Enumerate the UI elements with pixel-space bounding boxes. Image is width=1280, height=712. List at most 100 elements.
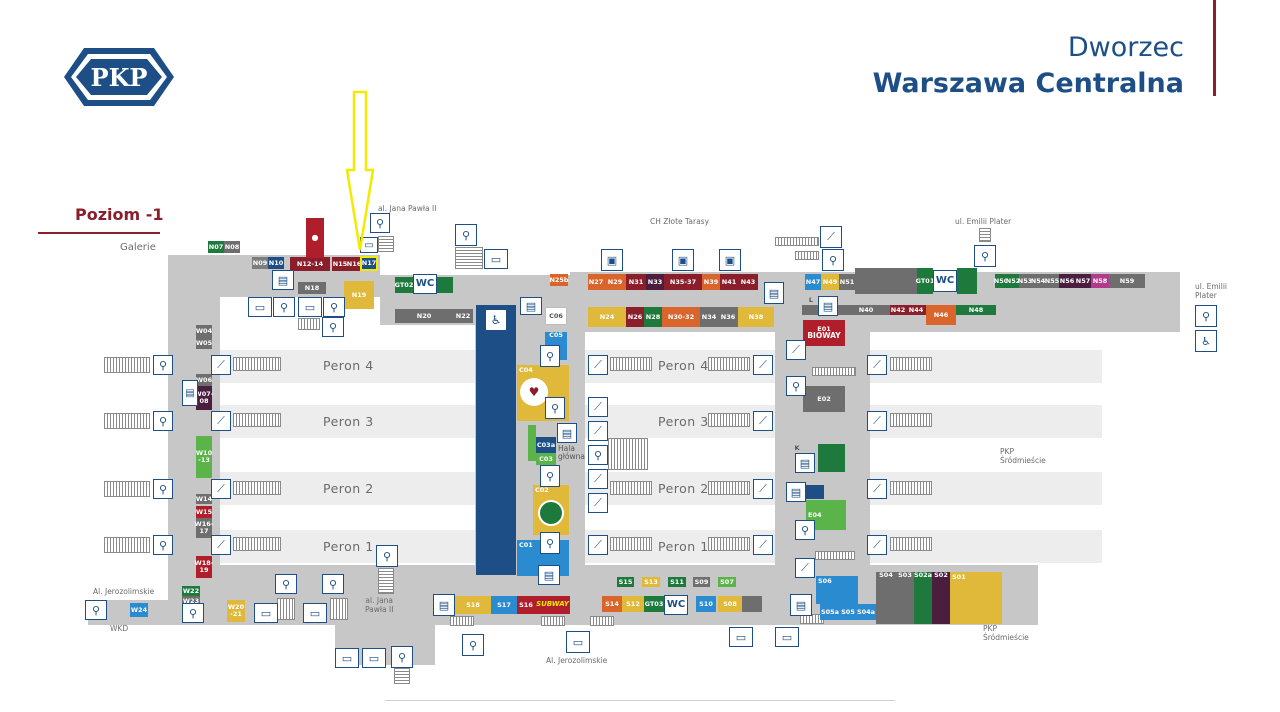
people-icon[interactable]: ⚲ xyxy=(153,479,173,499)
shop-s11[interactable]: S11 xyxy=(668,577,686,587)
taxi-icon[interactable]: ▭ xyxy=(254,603,278,623)
shop-s06[interactable]: S06 xyxy=(816,576,858,604)
shop-s10[interactable]: S10 xyxy=(696,596,716,612)
escalator-icon[interactable]: ⟋ xyxy=(867,479,887,499)
shop-w18-19[interactable]: W18- 19 xyxy=(195,556,213,578)
shop-n31[interactable]: N31 xyxy=(626,274,646,290)
escalator-icon[interactable]: ⟋ xyxy=(795,558,815,578)
shop-s18[interactable]: S18 xyxy=(455,596,491,614)
shop-n33[interactable]: N33 xyxy=(646,274,664,290)
escalator-icon[interactable]: ⟋ xyxy=(588,397,608,417)
ticket-machine-icon[interactable]: ▤ xyxy=(764,282,784,304)
elevator-icon[interactable]: ⚲ xyxy=(540,532,560,554)
shop-n18[interactable]: N18 xyxy=(298,282,326,294)
shop-w06[interactable]: W06 xyxy=(196,374,212,386)
people-icon[interactable]: ⚲ xyxy=(153,355,173,375)
people-icon[interactable]: ⚲ xyxy=(391,646,413,668)
people-icon[interactable]: ⚲ xyxy=(153,535,173,555)
ticket-machine-icon[interactable]: ▤ xyxy=(790,594,812,616)
shop-s02a[interactable]: S02a xyxy=(914,572,932,624)
luggage-icon[interactable]: ▣ xyxy=(672,249,694,271)
shop-w04[interactable]: W04 xyxy=(196,325,212,337)
shop-s16[interactable]: S16 xyxy=(517,596,535,614)
shop-w20-21[interactable]: W20 -21 xyxy=(227,600,245,622)
shop-n53[interactable]: N53 xyxy=(1018,274,1032,288)
people-icon[interactable]: ⚲ xyxy=(974,245,996,267)
shop-n38[interactable]: N38 xyxy=(738,307,774,327)
shop-n34[interactable]: N34 xyxy=(700,307,718,327)
shop-w07-08[interactable]: W07- 08 xyxy=(195,386,213,410)
taxi-icon[interactable]: ▭ xyxy=(248,297,272,317)
shop-w05[interactable]: W05 xyxy=(196,337,212,349)
shop-n15[interactable]: N15 xyxy=(332,257,348,271)
shop-n29[interactable]: N29 xyxy=(604,274,626,290)
escalator-icon[interactable]: ⟋ xyxy=(786,340,806,360)
bus-icon[interactable]: ▭ xyxy=(566,631,590,653)
shop-n59[interactable]: N59 xyxy=(1109,274,1145,288)
luggage-icon[interactable]: ▣ xyxy=(719,249,741,271)
people-icon[interactable]: ⚲ xyxy=(455,224,477,246)
shop-n48[interactable]: N48 xyxy=(956,305,996,315)
shop-n30-32[interactable]: N30-32 xyxy=(662,307,700,327)
shop-s07[interactable]: S07 xyxy=(718,577,736,587)
wc-north-east[interactable]: WC xyxy=(933,270,957,292)
shop-n20[interactable]: N20 xyxy=(395,309,453,323)
shop-s08[interactable]: S08 xyxy=(718,596,742,612)
shop-n28[interactable]: N28 xyxy=(644,307,662,327)
shop-s15[interactable]: S15 xyxy=(617,577,634,587)
elevator-icon[interactable]: ⚲ xyxy=(540,345,560,367)
wc-north-west[interactable]: WC xyxy=(413,274,437,294)
shop-n56[interactable]: N56 xyxy=(1059,274,1075,288)
elevator-icon[interactable]: ⚲ xyxy=(545,397,565,419)
shop-n35-37[interactable]: N35-37 xyxy=(664,274,702,290)
escalator-icon[interactable]: ⟋ xyxy=(867,355,887,375)
ticket-machine-icon[interactable]: ▤ xyxy=(818,296,838,316)
elevator-icon[interactable]: ⚲ xyxy=(540,465,560,487)
escalator-icon[interactable]: ⟋ xyxy=(211,479,231,499)
shop-s14[interactable]: S14 xyxy=(602,596,622,612)
shop-k[interactable]: K xyxy=(794,443,800,452)
shop-s09[interactable]: S09 xyxy=(693,577,710,587)
shop-n42[interactable]: N42 xyxy=(890,305,906,315)
shop-n55[interactable]: N55 xyxy=(1045,274,1059,288)
shop-n17[interactable]: N17 xyxy=(360,256,378,271)
shop-n49[interactable]: N49 xyxy=(821,274,839,290)
shop-s04[interactable]: S04 xyxy=(876,572,896,624)
shop-n58[interactable]: N58 xyxy=(1091,274,1109,288)
shop-l[interactable]: L xyxy=(808,295,814,304)
shop-n24[interactable]: N24 xyxy=(588,307,626,327)
people-icon[interactable]: ⚲ xyxy=(275,574,297,594)
shop-e02[interactable]: E02 xyxy=(803,386,845,412)
ticket-machine-icon[interactable]: ▤ xyxy=(795,453,815,473)
ticket-machine-icon[interactable]: ▤ xyxy=(272,270,294,290)
shop-w24[interactable]: W24 xyxy=(130,603,148,617)
ticket-machine-icon[interactable]: ▤ xyxy=(786,482,806,502)
people-icon[interactable]: ⚲ xyxy=(795,520,815,540)
shop-w14[interactable]: W14 xyxy=(195,494,213,504)
shop-n52[interactable]: N52 xyxy=(1006,274,1020,288)
taxi-icon[interactable]: ▭ xyxy=(303,603,327,623)
shop-n08[interactable]: N08 xyxy=(224,241,240,253)
people-icon[interactable]: ⚲ xyxy=(822,249,844,271)
people-icon[interactable]: ⚲ xyxy=(376,545,398,567)
shop-s03[interactable]: S03 xyxy=(896,572,914,624)
people-icon[interactable]: ⚲ xyxy=(323,297,345,317)
shop-n12-14[interactable]: N12-14 xyxy=(290,257,330,271)
shop-s12[interactable]: S12 xyxy=(622,596,644,612)
shop-n27[interactable]: N27 xyxy=(588,274,604,290)
shop-n22[interactable]: N22 xyxy=(453,309,473,323)
escalator-icon[interactable]: ⟋ xyxy=(588,421,608,441)
escalator-icon[interactable]: ⟋ xyxy=(211,411,231,431)
taxi-icon[interactable]: ▭ xyxy=(775,627,799,647)
shop-s04a[interactable]: S04a xyxy=(856,604,876,620)
people-icon[interactable]: ⚲ xyxy=(273,297,295,317)
ticket-machine-icon[interactable]: ▤ xyxy=(538,565,560,585)
people-icon[interactable]: ⚲ xyxy=(370,213,390,233)
escalator-icon[interactable]: ⟋ xyxy=(588,493,608,513)
ticket-machine-icon[interactable]: ▤ xyxy=(520,297,542,315)
shop-c03[interactable]: C03 xyxy=(536,453,556,465)
escalator-icon[interactable]: ⟋ xyxy=(211,535,231,555)
luggage-icon[interactable]: ▣ xyxy=(601,249,623,271)
shop-n16[interactable]: N16 xyxy=(347,257,361,271)
wheelchair-icon[interactable]: ♿ xyxy=(1195,330,1217,352)
